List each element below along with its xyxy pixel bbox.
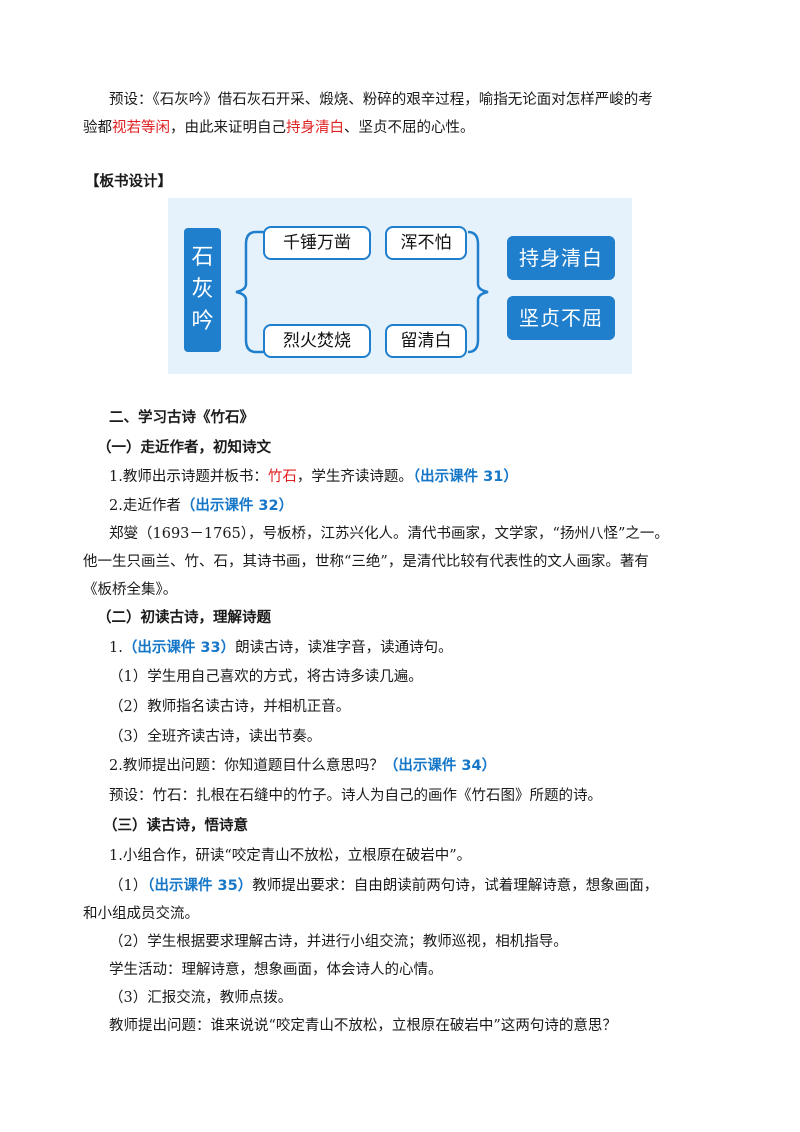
read-step-1: （1）学生用自己喜欢的方式，将古诗多读几遍。 — [109, 669, 423, 685]
courseware-tag: （出示课件 33） — [122, 640, 236, 656]
group-step-3: （3）汇报交流，教师点拨。 — [109, 990, 293, 1006]
board-diagram: 石 灰 吟 千锤万凿 浑不怕 烈火焚烧 留清白 持身清白 坚贞不屈 — [168, 198, 632, 374]
teacher-question: 教师提出问题：谁来说说“咬定青山不放松，立根原在破岩中”这两句诗的意思？ — [109, 1018, 617, 1034]
group-step-1: （1）（出示课件 35）教师提出要求：自由朗读前两句诗，试着理解诗意，想象画面， — [109, 878, 659, 894]
courseware-tag: （出示课件 34） — [383, 758, 497, 774]
preset-line-1: 预设：《石灰吟》借石灰石开采、煅烧、粉碎的艰辛过程，喻指无论面对怎样严峻的考 — [109, 92, 653, 108]
bio-line-2: 他一生只画兰、竹、石，其诗书画，世称“三绝”，是清代比较有代表性的文人画家。著有 — [83, 554, 649, 570]
board-heading: 【板书设计】 — [85, 174, 172, 190]
phrase-box-top-left: 千锤万凿 — [263, 226, 371, 260]
highlight-text: 持身清白 — [286, 120, 344, 136]
phrase-box-top-right: 浑不怕 — [385, 226, 467, 260]
poem-title-box: 石 灰 吟 — [184, 228, 221, 352]
courseware-tag: （出示课件 31） — [412, 469, 518, 485]
item-2: 2.走近作者（出示课件 32） — [109, 498, 294, 514]
result-box-bottom: 坚贞不屈 — [507, 296, 615, 340]
phrase-box-bottom-left: 烈火焚烧 — [263, 324, 371, 358]
group-step-1-cont: 和小组成员交流。 — [83, 906, 199, 922]
group-item-1: 1.小组合作，研读“咬定青山不放松，立根原在破岩中”。 — [109, 848, 472, 864]
bracket-lines — [235, 230, 489, 354]
bio-line-1: 郑燮（1693－1765），号板桥，江苏兴化人。清代书画家，文学家，“扬州八怪”… — [109, 526, 669, 542]
preset-line-2: 验都视若等闲，由此来证明自己持身清白、坚贞不屈的心性。 — [83, 120, 475, 136]
subsection-heading-2: （二）初读古诗，理解诗题 — [97, 610, 271, 626]
phrase-box-bottom-right: 留清白 — [385, 324, 467, 358]
highlight-text: 竹石 — [267, 469, 297, 485]
read-item-2: 2.教师提出问题：你知道题目什么意思吗？（出示课件 34） — [109, 758, 497, 774]
student-activity: 学生活动：理解诗意，想象画面，体会诗人的心情。 — [109, 962, 443, 978]
result-box-top: 持身清白 — [507, 236, 615, 280]
read-step-2: （2）教师指名读古诗，并相机正音。 — [109, 699, 351, 715]
item-1: 1.教师出示诗题并板书：竹石，学生齐读诗题。（出示课件 31） — [109, 469, 518, 485]
courseware-tag: （出示课件 32） — [180, 498, 294, 514]
subsection-heading-3: （三）读古诗，悟诗意 — [103, 818, 248, 834]
read-step-3: （3）全班齐读古诗，读出节奏。 — [109, 729, 322, 745]
group-step-2: （2）学生根据要求理解古诗，并进行小组交流；教师巡视，相机指导。 — [109, 934, 568, 950]
bio-line-3: 《板桥全集》。 — [83, 582, 178, 598]
highlight-text: 视若等闲 — [112, 120, 170, 136]
section-heading: 二、学习古诗《竹石》 — [109, 410, 254, 426]
subsection-heading-1: （一）走近作者，初知诗文 — [97, 440, 271, 456]
courseware-tag: （出示课件 35） — [147, 878, 253, 894]
read-item-1: 1.（出示课件 33）朗读古诗，读准字音，读通诗句。 — [109, 640, 453, 656]
preset-2: 预设：竹石：扎根在石缝中的竹子。诗人为自己的画作《竹石图》所题的诗。 — [109, 788, 602, 804]
